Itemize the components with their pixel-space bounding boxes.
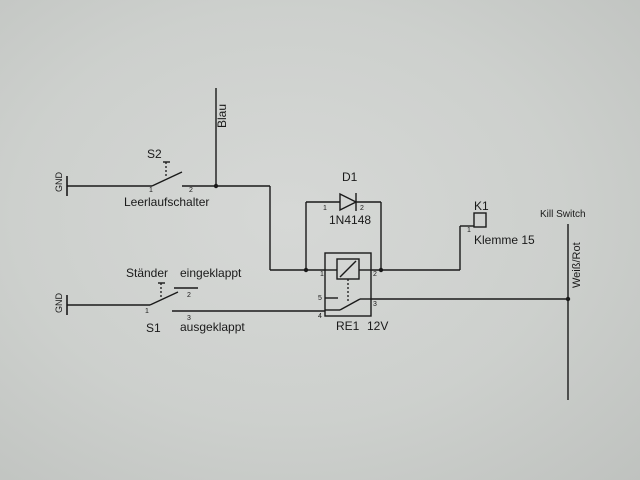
label-d1: D1 — [342, 170, 358, 184]
pin-s1-2: 2 — [187, 292, 191, 299]
label-blau: Blau — [215, 104, 229, 128]
label-voltage: 12V — [367, 319, 388, 333]
label-k1: K1 — [474, 199, 489, 213]
label-diode-part: 1N4148 — [329, 213, 371, 227]
switch-s1-blade — [149, 291, 179, 306]
label-s2: S2 — [147, 147, 162, 161]
pin-relay-4: 4 — [318, 313, 322, 320]
junction-dot-kill — [565, 296, 571, 302]
pin-k1-1: 1 — [467, 227, 471, 234]
label-s1: S1 — [146, 321, 161, 335]
label-gnd-bottom: GND — [54, 293, 64, 314]
pin-d1-1: 1 — [323, 205, 327, 212]
pin-relay-2: 2 — [373, 271, 377, 278]
terminal-k1-icon — [473, 212, 487, 228]
switch-s2-blade — [151, 171, 183, 187]
label-weiss-rot: Weiß/Rot — [571, 242, 583, 288]
label-kill-switch: Kill Switch — [540, 209, 586, 220]
label-gnd-top: GND — [54, 172, 64, 193]
label-ausgeklappt: ausgeklappt — [180, 320, 245, 334]
relay-contact-blade — [339, 298, 361, 311]
relay-re1-box — [324, 252, 372, 317]
label-staender: Ständer — [126, 266, 168, 280]
diode-d1-icon — [339, 192, 358, 212]
label-re1: RE1 — [336, 319, 360, 333]
pin-s2-1: 1 — [149, 187, 153, 194]
pin-s2-2: 2 — [189, 187, 193, 194]
pin-relay-5: 5 — [318, 295, 322, 302]
pin-relay-1: 1 — [320, 271, 324, 278]
pin-s1-3: 3 — [187, 315, 191, 322]
label-leerlaufschalter: Leerlaufschalter — [124, 195, 209, 209]
pin-d1-2: 2 — [360, 205, 364, 212]
pin-relay-3: 3 — [373, 301, 377, 308]
junction-dot-diode-left — [303, 267, 309, 273]
relay-coil-diagonal — [339, 260, 357, 278]
label-eingeklappt: eingeklappt — [180, 266, 242, 280]
label-klemme: Klemme 15 — [474, 233, 535, 247]
pin-s1-1: 1 — [145, 308, 149, 315]
